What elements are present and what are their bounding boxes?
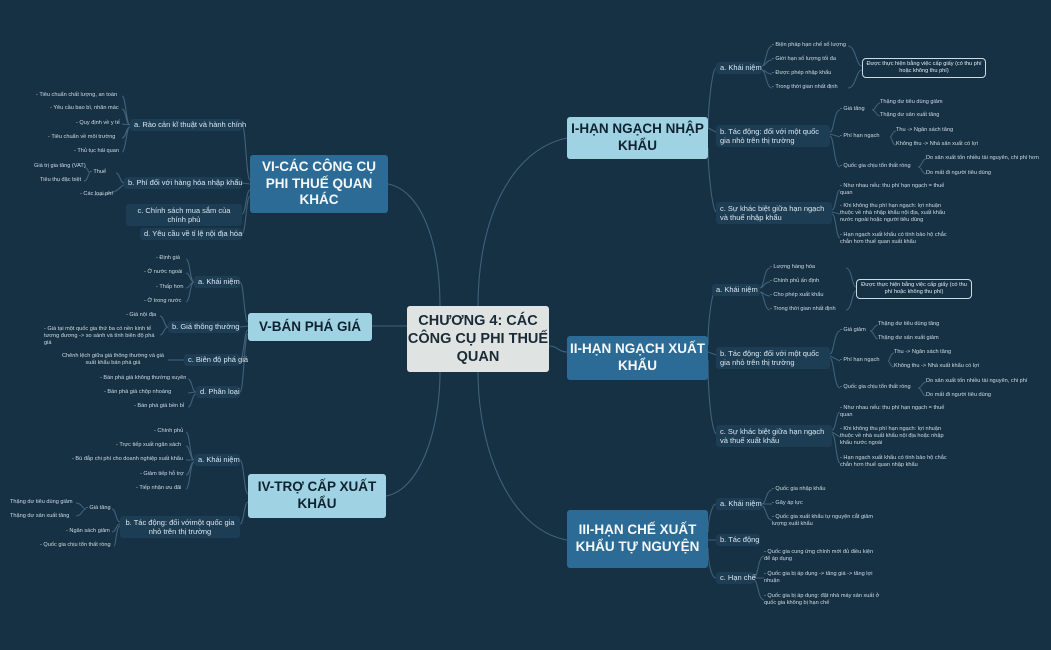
b2-difference[interactable]: c. Sự khác biệt giữa hạn ngạch và thuế x… xyxy=(716,425,832,447)
b6-technical-item: - Yêu cầu bao bì, nhãn mác xyxy=(50,105,119,111)
b6-tax: - Thuế xyxy=(90,169,107,175)
b2-quota-fee-item: Thu -> Ngân sách tăng xyxy=(894,349,952,355)
b1-price-up: - Giá tăng xyxy=(840,106,865,112)
b4-concept-item: - Trực tiếp xuất ngân sách xyxy=(116,442,181,448)
branch-5-title[interactable]: V-BÁN PHÁ GIÁ xyxy=(248,313,372,341)
b4-net-loss: - Quốc gia chịu tổn thất ròng xyxy=(40,542,111,548)
b5-classification-item: - Bán phá giá không thường xuyên xyxy=(100,375,187,381)
b6-tax-item: Giá trị gia tăng (VAT) xyxy=(34,163,86,169)
b5-classification-item: - Bán phá giá bền bỉ xyxy=(134,403,185,409)
b6-technical-item: - Tiêu chuẩn chất lượng, an toàn xyxy=(36,92,118,98)
b2-price-down-item: Thặng dư tiêu dùng tăng xyxy=(878,321,940,327)
b2-net-loss: - Quốc gia chịu tổn thất ròng xyxy=(840,384,911,390)
b2-concept-note: Được thực hiện bằng việc cấp giấy (có th… xyxy=(856,279,972,299)
b2-concept-item: - Lượng hàng hóa xyxy=(770,264,816,270)
b1-difference-item: - Khi không thu phí hạn ngạch: lợi nhuận… xyxy=(840,203,946,223)
b5-normal-price-item: - Giá nội địa xyxy=(126,312,157,318)
b1-concept-item: - Được phép nhập khẩu xyxy=(772,70,832,76)
b3-concept-item: - Quốc gia xuất khẩu tự nguyện cắt giảm … xyxy=(772,514,874,527)
b2-price-down-item: Thặng dư sản xuất giảm xyxy=(878,335,939,341)
b4-budget-down: - Ngân sách giảm xyxy=(66,528,110,534)
b4-price-up-item: Thặng dư sản xuất tăng xyxy=(10,513,70,519)
b1-quota-fee: - Phí hạn ngạch xyxy=(840,133,880,139)
b5-concept-item: - Định giá xyxy=(156,255,180,261)
b4-price-up: - Giá tăng xyxy=(86,505,111,511)
b2-difference-item: - Như nhau nếu: thu phí hạn ngạch = thuế… xyxy=(840,405,945,418)
b4-concept[interactable]: a. Khái niệm xyxy=(194,454,240,466)
b3-limitation-item: - Quốc gia bị áp dụng -> tăng giá -> tăn… xyxy=(764,571,873,584)
b2-concept-item: - Chính phủ ấn định xyxy=(770,278,820,284)
b2-net-loss-item: Do sản xuất tốn nhiều tài nguyên, chi ph… xyxy=(926,378,1028,384)
b4-concept-item: - Giảm tiếp hỗ trợ xyxy=(140,471,184,477)
b5-classification-item: - Bán phá giá chộp nhoáng xyxy=(104,389,172,395)
branch-3-title[interactable]: III-HẠN CHẾ XUẤT KHẨU TỰ NGUYỆN xyxy=(567,510,708,568)
b2-difference-item: - Hạn ngạch xuất khẩu có tính bảo hộ chắ… xyxy=(840,455,947,468)
b2-quota-fee-item: Không thu -> Nhà xuất khẩu có lợi xyxy=(894,363,979,369)
b6-technical-item: - Quy định về y tế xyxy=(76,120,120,126)
b2-concept-item: - Trong thời gian nhất định xyxy=(770,306,836,312)
b1-price-up-item: Thặng dư sản xuất tăng xyxy=(880,112,940,118)
b6-import-fees[interactable]: b. Phí đối với hàng hóa nhập khẩu xyxy=(124,177,243,189)
b1-quota-fee-item: Thu -> Ngân sách tăng xyxy=(896,127,954,133)
b1-net-loss-item: Do sản xuất tốn nhiều tài nguyên, chi ph… xyxy=(926,155,1039,161)
b6-local-content[interactable]: d. Yêu cầu về tỉ lệ nội địa hóa xyxy=(140,228,242,240)
branch-1-title[interactable]: I-HẠN NGẠCH NHẬP KHẨU xyxy=(567,117,708,159)
b1-price-up-item: Thặng dư tiêu dùng giảm xyxy=(880,99,943,105)
b2-concept-item: - Cho phép xuất khẩu xyxy=(770,292,824,298)
central-topic[interactable]: CHƯƠNG 4: CÁC CÔNG CỤ PHI THUẾ QUAN xyxy=(407,306,549,372)
b3-limitation-item: - Quốc gia cung ứng chính mới đủ điều ki… xyxy=(764,549,874,562)
b5-concept[interactable]: a. Khái niệm xyxy=(194,276,240,288)
b4-concept-item: - Bù đắp chi phí cho doanh nghiệp xuất k… xyxy=(72,456,184,462)
b4-impact[interactable]: b. Tác động: đối vớimột quốc gia nhỏ trê… xyxy=(120,516,240,538)
b5-dumping-margin-note: Chênh lệch giữa giá thông thường và giá … xyxy=(62,353,164,366)
b6-tax-item: Tiêu thụ đặc biệt xyxy=(40,177,82,183)
b2-impact[interactable]: b. Tác động: đối với một quốc gia nhỏ tr… xyxy=(716,347,830,369)
b1-net-loss: - Quốc gia chịu tổn thất ròng xyxy=(840,163,911,169)
b1-concept-item: - Trong thời gian nhất định xyxy=(772,84,838,90)
b2-price-down: - Giá giảm xyxy=(840,327,866,333)
b1-concept-note: Được thực hiện bằng việc cấp giấy (có th… xyxy=(862,58,986,78)
b1-quota-fee-item: Không thu -> Nhà sản xuất có lợi xyxy=(896,141,978,147)
branch-2-title[interactable]: II-HẠN NGẠCH XUẤT KHẨU xyxy=(567,336,708,380)
b5-normal-price[interactable]: b. Giá thông thường xyxy=(168,321,240,333)
b6-technical-item: - Tiêu chuẩn về môi trường xyxy=(48,134,116,140)
b1-difference-item: - Hạn ngạch xuất khẩu có tính bảo hộ chắ… xyxy=(840,232,947,245)
b3-limitation[interactable]: c. Hạn chế xyxy=(716,572,756,584)
b4-price-up-item: Thặng dư tiêu dùng giảm xyxy=(10,499,73,505)
b3-impact[interactable]: b. Tác động xyxy=(716,534,760,546)
b5-normal-price-item: - Giá tại một quốc gia thứ ba có nền kin… xyxy=(44,326,155,346)
b6-procurement-policy[interactable]: c. Chính sách mua sắm của chính phủ xyxy=(126,204,242,226)
b3-concept-item: - Quốc gia nhập khẩu xyxy=(772,486,826,492)
branch-4-title[interactable]: IV-TRỢ CẤP XUẤT KHẨU xyxy=(248,474,386,518)
b4-concept-item: - Tiếp nhận ưu đãi xyxy=(136,485,182,491)
b2-concept[interactable]: a. Khái niệm xyxy=(712,284,760,296)
b5-classification[interactable]: d. Phân loại xyxy=(196,386,240,398)
b1-concept-item: - Biện pháp hạn chế số lượng xyxy=(772,42,846,48)
b2-difference-item: - Khi không thu phí hạn ngạch: lợi nhuận… xyxy=(840,426,944,446)
b1-impact[interactable]: b. Tác động: đối với một quốc gia nhỏ tr… xyxy=(716,125,830,147)
b6-technical-barriers[interactable]: a. Rào cản kĩ thuật và hành chính xyxy=(130,119,246,131)
b3-limitation-item: - Quốc gia bị áp dụng: đặt nhà máy sản x… xyxy=(764,593,880,606)
b2-quota-fee: - Phí hạn ngạch xyxy=(840,357,880,363)
b6-technical-item: - Thủ tục hải quan xyxy=(74,148,119,154)
b5-concept-item: - Ở nước ngoài xyxy=(144,269,183,275)
b1-concept-item: - Giới hạn số lượng tối đa xyxy=(772,56,836,62)
b5-concept-item: - Ở trong nước xyxy=(144,298,182,304)
b5-dumping-margin[interactable]: c. Biên độ phá giá xyxy=(184,354,248,366)
b4-concept-item: - Chính phủ xyxy=(154,428,184,434)
b5-concept-item: - Thấp hơn xyxy=(156,284,184,290)
b1-difference[interactable]: c. Sự khác biệt giữa hạn ngạch và thuế n… xyxy=(716,202,832,224)
b3-concept-item: - Gây áp lực xyxy=(772,500,803,506)
b1-difference-item: - Như nhau nếu: thu phí hạn ngạch = thuế… xyxy=(840,183,945,196)
b1-concept[interactable]: a. Khái niệm xyxy=(716,62,762,74)
b6-other-fees: - Các loại phí xyxy=(80,191,113,197)
branch-6-title[interactable]: VI-CÁC CÔNG CỤ PHI THUẾ QUAN KHÁC xyxy=(250,155,388,213)
b2-net-loss-item: Do mất đi người tiêu dùng xyxy=(926,392,991,398)
b3-concept[interactable]: a. Khái niệm xyxy=(716,498,762,510)
b1-net-loss-item: Do mất đi người tiêu dùng xyxy=(926,170,991,176)
